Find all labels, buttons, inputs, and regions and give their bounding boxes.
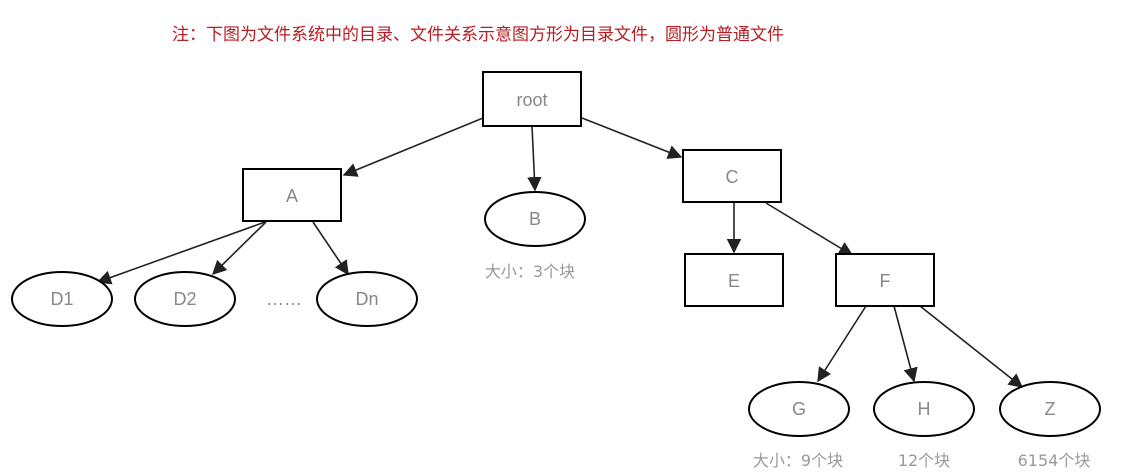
file-node-H: H <box>873 381 975 437</box>
file-node-D1: D1 <box>11 271 113 327</box>
edge-A-D1 <box>96 221 266 285</box>
node-label-D2: D2 <box>173 289 196 309</box>
file-node-Z: Z <box>999 381 1101 437</box>
node-label-F: F <box>880 271 891 291</box>
file-node-D2: D2 <box>134 271 236 327</box>
node-label-G: G <box>792 399 806 419</box>
edge-A-D2 <box>211 221 267 276</box>
edge-F-H <box>893 305 918 383</box>
edge-F-G <box>817 305 867 383</box>
dir-node-root: root <box>482 71 582 127</box>
node-label-E: E <box>728 271 740 291</box>
node-label-D1: D1 <box>50 289 73 309</box>
caption-G-size: 大小：9个块 <box>753 451 843 470</box>
dir-node-A: A <box>242 168 342 222</box>
file-node-B: B <box>484 191 586 247</box>
dir-node-E: E <box>684 253 784 307</box>
node-label-Z: Z <box>1045 399 1056 419</box>
edge-root-B <box>527 125 542 192</box>
node-label-Dn: Dn <box>355 289 378 309</box>
dir-node-C: C <box>682 149 782 203</box>
node-label-C: C <box>726 167 739 187</box>
edge-C-F <box>765 202 854 256</box>
node-label-H: H <box>918 399 931 419</box>
file-node-Dn: Dn <box>316 271 418 327</box>
node-label-A: A <box>286 186 298 206</box>
file-node-G: G <box>748 381 850 437</box>
edge-A-Dn <box>312 221 349 276</box>
diagram-note: 注：下图为文件系统中的目录、文件关系示意图方形为目录文件，圆形为普通文件 <box>172 25 784 45</box>
caption-B-size: 大小：3个块 <box>485 262 575 281</box>
caption-H-size: 12个块 <box>898 451 950 470</box>
node-label-B: B <box>529 209 541 229</box>
edge-root-A <box>342 117 484 177</box>
caption-Z-size: 6154个块 <box>1018 451 1091 470</box>
ellipsis-more-files: …… <box>266 289 302 309</box>
node-label-root: root <box>516 90 547 110</box>
edge-root-C <box>581 117 683 159</box>
edge-F-Z <box>919 305 1024 388</box>
dir-node-F: F <box>835 253 935 307</box>
